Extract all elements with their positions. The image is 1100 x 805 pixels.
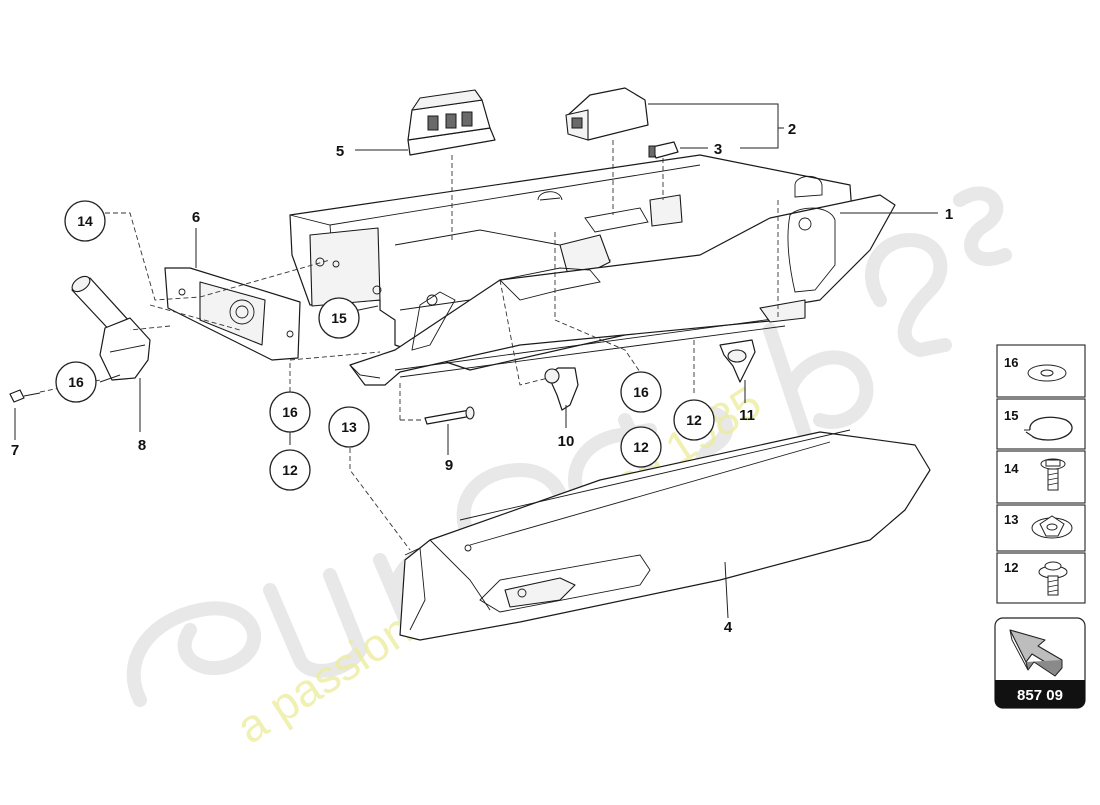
callout-6: 6 xyxy=(192,209,200,226)
circle-callout-15: 15 xyxy=(318,297,360,339)
part-2-lamp-housing xyxy=(565,87,649,141)
hardware-number: 13 xyxy=(1004,512,1018,527)
svg-text:12: 12 xyxy=(686,412,702,428)
circle-callout-12: 12 xyxy=(620,426,662,468)
circle-callout-12: 12 xyxy=(673,399,715,441)
callout-3: 3 xyxy=(714,141,722,158)
part-11-bracket xyxy=(719,339,756,383)
callout-labels: 5 2 3 1 6 7 8 9 10 11 4 xyxy=(11,121,953,636)
circled-callouts: 14 15 16 16 12 13 16 12 xyxy=(55,200,715,491)
circle-callout-16: 16 xyxy=(55,361,97,403)
callout-7: 7 xyxy=(11,442,19,459)
washer-screw-icon xyxy=(1038,561,1068,596)
callout-8: 8 xyxy=(138,437,146,454)
part-5-switch xyxy=(407,89,496,156)
assembly-dash-lines xyxy=(39,140,779,551)
svg-text:16: 16 xyxy=(282,404,298,420)
svg-text:15: 15 xyxy=(331,310,347,326)
svg-text:13: 13 xyxy=(341,419,357,435)
circle-callout-14: 14 xyxy=(64,200,106,242)
svg-text:14: 14 xyxy=(77,213,93,229)
hardware-number: 14 xyxy=(1004,461,1019,476)
svg-text:12: 12 xyxy=(282,462,298,478)
washer-icon xyxy=(1027,364,1067,382)
circle-callout-13: 13 xyxy=(328,406,370,448)
figure-number: 857 09 xyxy=(1017,687,1063,704)
svg-text:12: 12 xyxy=(633,439,649,455)
part-3-bulb xyxy=(648,141,679,159)
callout-11: 11 xyxy=(739,407,755,424)
svg-text:16: 16 xyxy=(68,374,84,390)
hardware-number: 15 xyxy=(1004,408,1018,423)
hardware-number: 12 xyxy=(1004,560,1018,575)
part-7-screw xyxy=(9,389,41,403)
speed-nut-icon xyxy=(1031,515,1073,539)
part-1-frame xyxy=(349,194,896,386)
circle-callout-16: 16 xyxy=(269,391,311,433)
hardware-row xyxy=(996,398,1086,450)
hardware-row xyxy=(996,552,1086,604)
glove-box-housing xyxy=(289,154,856,371)
callout-10: 10 xyxy=(558,433,575,450)
figure-reference-tag: 857 09 xyxy=(994,617,1086,709)
callout-5: 5 xyxy=(336,143,344,160)
part-8-lamp-socket xyxy=(71,275,151,381)
callout-1: 1 xyxy=(945,206,953,223)
direction-arrow-icon xyxy=(1009,629,1063,677)
circlip-icon xyxy=(1024,416,1073,441)
callout-9: 9 xyxy=(445,457,453,474)
part-10-clip xyxy=(544,367,579,411)
flange-screw-icon xyxy=(1040,458,1066,491)
part-9-pin xyxy=(424,406,475,425)
part-4-glovebox-lid xyxy=(399,429,931,641)
callout-4: 4 xyxy=(724,619,733,636)
hardware-table: 16 15 14 13 12 xyxy=(996,344,1086,604)
part-6-bracket xyxy=(164,267,301,361)
circle-callout-16: 16 xyxy=(620,371,662,413)
svg-text:16: 16 xyxy=(633,384,649,400)
callout-2: 2 xyxy=(788,121,796,138)
circle-callout-12: 12 xyxy=(269,449,311,491)
hardware-number: 16 xyxy=(1004,355,1018,370)
hardware-row xyxy=(996,450,1086,504)
